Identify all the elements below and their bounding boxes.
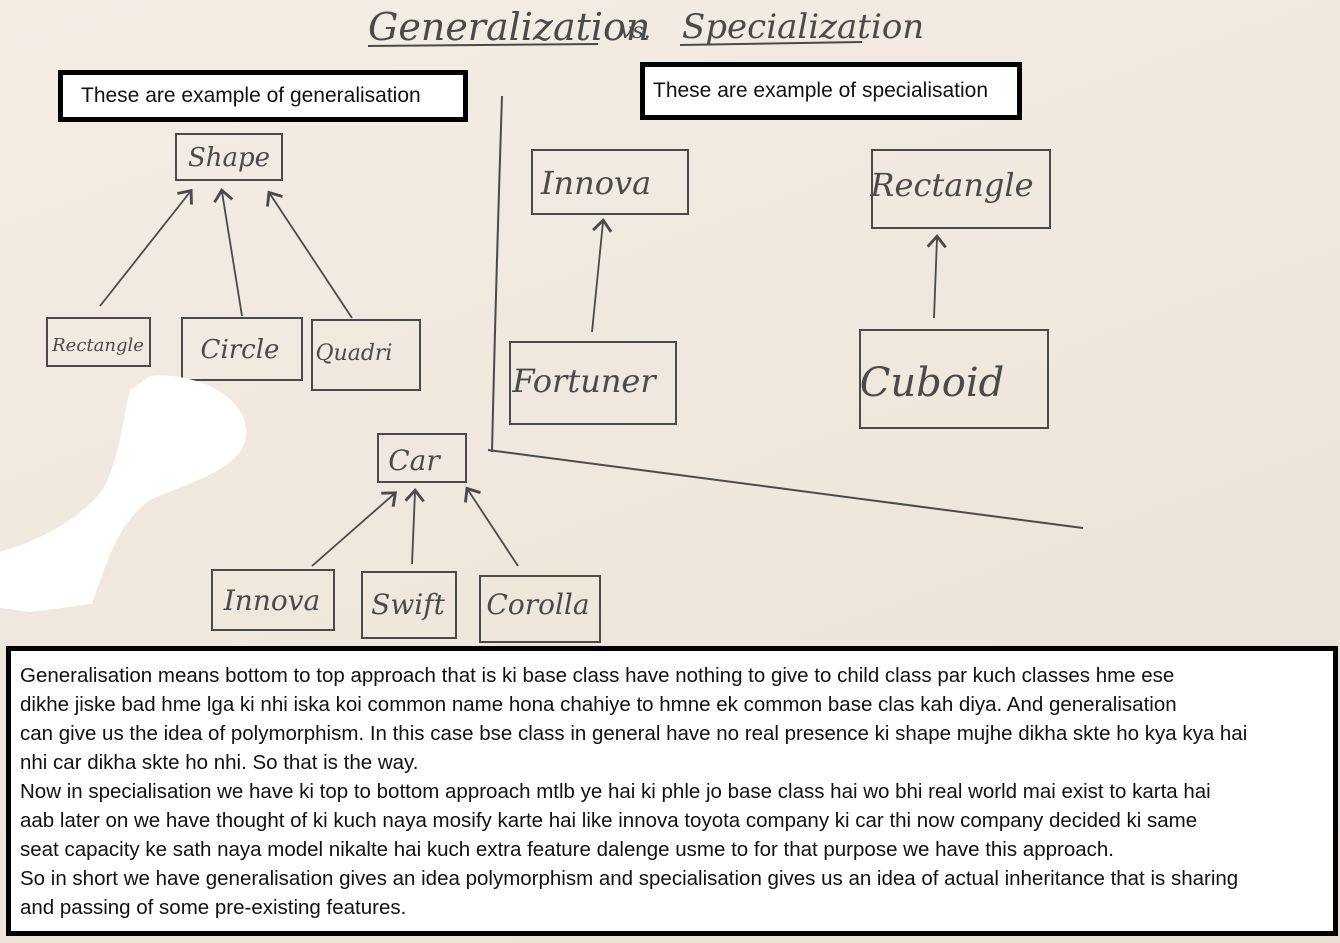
node-cuboid (859, 329, 1049, 429)
title-right: Specialization (682, 7, 924, 47)
title-left-underline (367, 43, 599, 47)
node-innova-gen-label: Innova (223, 584, 321, 617)
node-cuboid-label: Cuboid (860, 360, 1004, 406)
explanation-line: seat capacity ke sath naya model nikalte… (20, 838, 1114, 861)
title-left: Generalization (368, 5, 650, 49)
node-rectangle-spec (871, 149, 1051, 229)
arrow-swift-to-car (404, 487, 425, 565)
node-shape (175, 133, 283, 181)
node-fortuner (509, 341, 677, 425)
explanation-line: nhi car dikha skte ho nhi. So that is th… (20, 751, 419, 774)
explanation-line: aab later on we have thought of ki kuch … (20, 809, 1198, 832)
explanation-box: Generalisation means bottom to top appro… (6, 646, 1338, 936)
node-rectangle-label: Rectangle (51, 335, 144, 356)
arrow-rectangle-to-shape (99, 188, 193, 307)
explanation-line: can give us the idea of polymorphism. In… (20, 722, 1248, 745)
innova-fortuner-pair: Innova Fortuner (509, 149, 689, 425)
hand-overlay (0, 375, 247, 612)
arrow-corolla-to-car (463, 486, 519, 567)
node-quadri (311, 319, 421, 391)
node-swift-label: Swift (371, 588, 445, 621)
node-corolla (479, 575, 601, 643)
node-car-label: Car (388, 444, 441, 477)
node-circle (181, 317, 303, 381)
node-quadri-label: Quadri (316, 341, 393, 366)
arrow-quadri-to-shape (266, 190, 353, 319)
generalisation-callout: These are example of generalisation (58, 70, 468, 122)
explanation-line: So in short we have generalisation gives… (20, 867, 1239, 890)
rectangle-cuboid-pair: Rectangle Cuboid (859, 149, 1051, 429)
node-fortuner-label: Fortuner (511, 362, 657, 400)
node-swift (361, 571, 457, 639)
node-circle-label: Circle (201, 335, 280, 365)
car-hierarchy: Car Innova Swift Corolla (211, 433, 601, 643)
title-separator: vs. (620, 19, 651, 44)
node-shape-label: Shape (188, 143, 270, 173)
node-rectangle (46, 317, 151, 367)
node-innova-spec (531, 149, 689, 215)
explanation-line: Now in specialisation we have ki top to … (20, 780, 1211, 803)
arrow-innova-to-car (311, 491, 398, 567)
vertical-divider (491, 95, 503, 453)
explanation-line: dikhe jiske bad hme lga ki nhi iska koi … (20, 693, 1177, 716)
horizontal-divider (487, 449, 1084, 529)
arrow-fortuner-to-innova (591, 217, 613, 333)
node-rectangle-spec-label: Rectangle (869, 166, 1033, 204)
specialisation-callout: These are example of specialisation (640, 62, 1022, 120)
explanation-line: and passing of some pre-existing feature… (20, 896, 407, 919)
node-car (377, 433, 467, 483)
arrow-cuboid-to-rectangle (926, 233, 947, 319)
arrow-circle-to-shape (213, 188, 243, 317)
explanation-line: Generalisation means bottom to top appro… (20, 664, 1175, 687)
node-innova-spec-label: Innova (540, 164, 651, 202)
node-corolla-label: Corolla (486, 588, 589, 621)
shape-hierarchy: Shape Rectangle Circle Quadri (46, 133, 421, 391)
title-right-underline (679, 41, 863, 46)
node-innova-gen (211, 569, 335, 631)
